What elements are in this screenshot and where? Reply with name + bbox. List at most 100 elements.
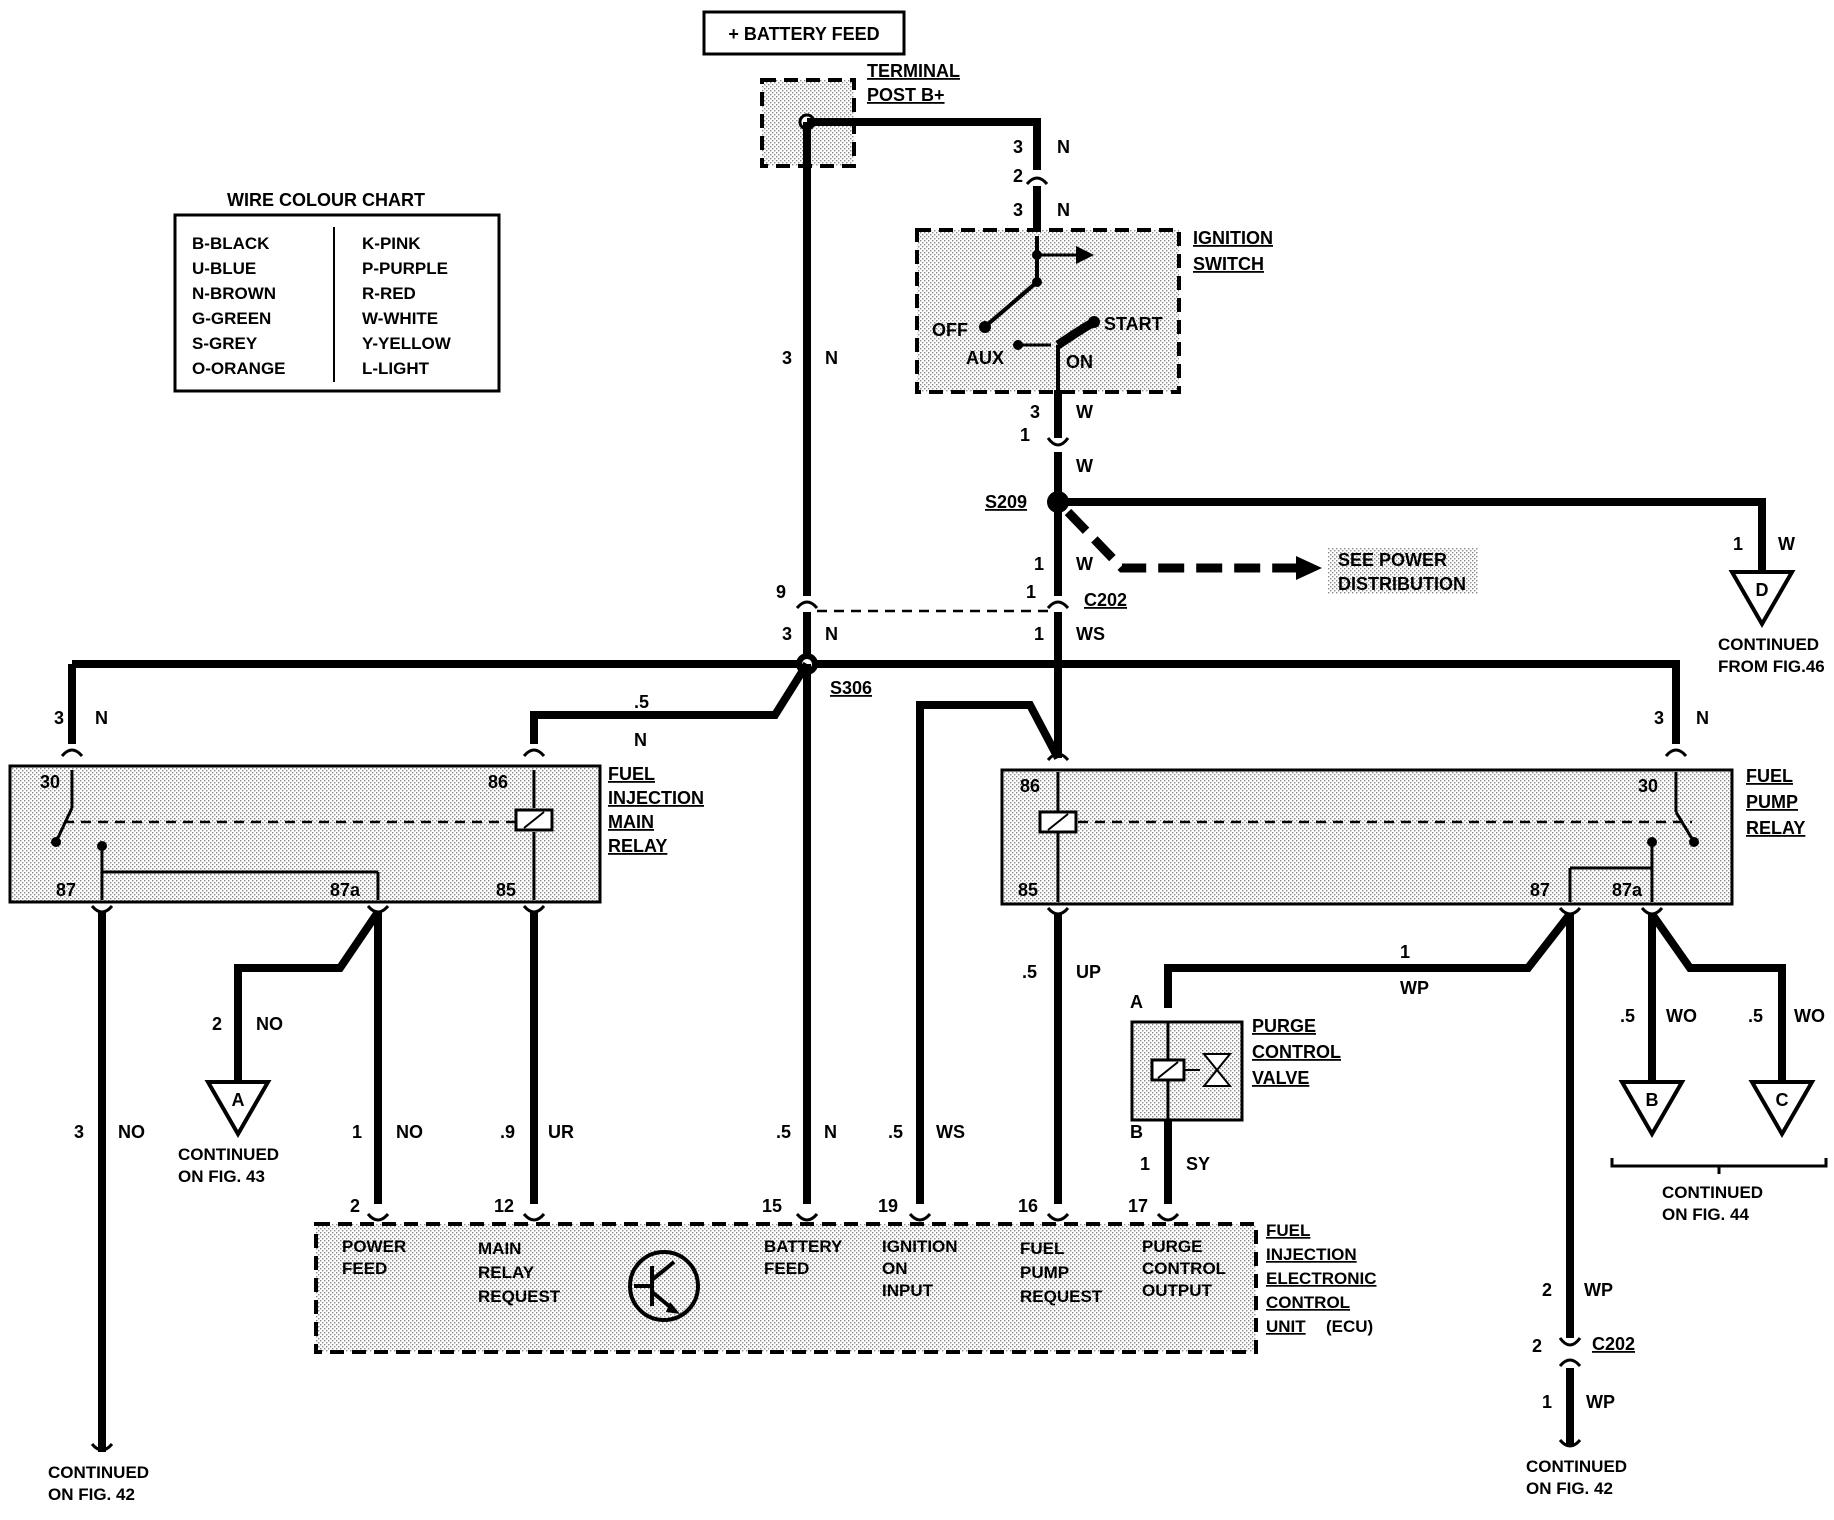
c202b-upper-pin: 2 — [1532, 1336, 1542, 1356]
ecu-purge: OUTPUT — [1142, 1281, 1213, 1300]
ecu-label-line4: CONTROL — [1266, 1293, 1350, 1312]
wire-label: 1 — [1733, 534, 1743, 554]
switch-start-label: START — [1104, 314, 1163, 334]
wire-label: SY — [1186, 1154, 1210, 1174]
s306-label: S306 — [830, 678, 872, 698]
c202-right-pin: 1 — [1026, 582, 1036, 602]
wire-terminal-to-switch — [807, 118, 1041, 170]
fimr-line4: RELAY — [608, 836, 667, 856]
wire-label: 1 — [1542, 1392, 1552, 1412]
wire-label: 3 — [1013, 137, 1023, 157]
wire-label: 3 — [1030, 402, 1040, 422]
wire-fimr87a-to-a — [234, 909, 382, 1082]
wire-label: W — [1778, 534, 1795, 554]
fimr-pin85: 85 — [496, 880, 516, 900]
ecu-label-line5b: (ECU) — [1326, 1317, 1373, 1336]
colour-chart-item: G-GREEN — [192, 309, 271, 328]
wire-to-power-distribution — [1064, 508, 1300, 573]
connector-d-cont1: CONTINUED — [1718, 635, 1819, 654]
wire-label: 2 — [1013, 166, 1023, 186]
wire-to-connector-d — [1058, 498, 1766, 572]
battery-feed-label: + BATTERY FEED — [728, 24, 879, 44]
wire-label: 2 — [212, 1014, 222, 1034]
ecu-fuel-pump: FUEL — [1020, 1239, 1064, 1258]
ecu-main-relay: MAIN — [478, 1239, 521, 1258]
ignition-switch: IGNITION SWITCH OFF AUX START ON — [915, 228, 1273, 394]
wire-label: 2 — [1542, 1280, 1552, 1300]
ecu-battery-feed: BATTERY — [764, 1237, 843, 1256]
ecu-pin16: 16 — [1018, 1196, 1038, 1216]
terminal-post-b-plus: TERMINAL POST B+ — [760, 61, 960, 168]
colour-chart-item: P-PURPLE — [362, 259, 448, 278]
fig42-right-cont1: CONTINUED — [1526, 1457, 1627, 1476]
colour-chart-title: WIRE COLOUR CHART — [227, 190, 425, 210]
wire-label: 3 — [74, 1122, 84, 1142]
fimr-pin87a: 87a — [330, 880, 361, 900]
fimr-pin30: 30 — [40, 772, 60, 792]
ignition-switch-line2: SWITCH — [1193, 254, 1264, 274]
connector-chevron — [1046, 437, 1070, 447]
connector-c-letter: C — [1776, 1090, 1789, 1110]
fimr-pin87: 87 — [56, 880, 76, 900]
colour-chart-item: U-BLUE — [192, 259, 256, 278]
wire-label: WP — [1586, 1392, 1615, 1412]
wire-label: W — [1076, 402, 1093, 422]
ecu-main-relay: RELAY — [478, 1263, 535, 1282]
colour-chart-item: R-RED — [362, 284, 416, 303]
fpr-pin30: 30 — [1638, 776, 1658, 796]
wire-label: 3 — [782, 348, 792, 368]
ecu-pin19: 19 — [878, 1196, 898, 1216]
wire-label: UP — [1076, 962, 1101, 982]
ecu-main-relay: REQUEST — [478, 1287, 561, 1306]
wire-label: WP — [1400, 978, 1429, 998]
switch-aux-label: AUX — [966, 348, 1004, 368]
fpr-line1: FUEL — [1746, 766, 1793, 786]
fpr-pin85: 85 — [1018, 880, 1038, 900]
ecu-pin2: 2 — [350, 1196, 360, 1216]
colour-chart-item: W-WHITE — [362, 309, 438, 328]
switch-on-label: ON — [1066, 352, 1093, 372]
connector-bc-cont2: ON FIG. 44 — [1662, 1205, 1749, 1224]
connector-chevron — [1025, 176, 1049, 186]
wire-label: .9 — [500, 1122, 515, 1142]
fpr-line2: PUMP — [1746, 792, 1798, 812]
wire-fpr87a-to-c — [1648, 911, 1786, 1082]
wire-label: .5 — [634, 692, 649, 712]
ecu-pin12: 12 — [494, 1196, 514, 1216]
wire-label: WO — [1666, 1006, 1697, 1026]
colour-chart-item: L-LIGHT — [362, 359, 430, 378]
wire-label: 1 — [1140, 1154, 1150, 1174]
s209-label: S209 — [985, 492, 1027, 512]
colour-chart-item: N-BROWN — [192, 284, 276, 303]
wire-label: 3 — [782, 624, 792, 644]
wire-fpr87-to-pcv — [1164, 911, 1574, 1008]
wire-label: .5 — [888, 1122, 903, 1142]
connector-b-letter: B — [1646, 1090, 1659, 1110]
wire-label: N — [824, 1122, 837, 1142]
connector-chevron — [1558, 1337, 1582, 1347]
ecu-power-feed: POWER — [342, 1237, 406, 1256]
ecu-purge: PURGE — [1142, 1237, 1202, 1256]
ecu-label-line3: ELECTRONIC — [1266, 1269, 1377, 1288]
ecu-battery-feed: FEED — [764, 1259, 809, 1278]
wire-label: W — [1076, 456, 1093, 476]
c202-left-pin: 9 — [776, 582, 786, 602]
c202-label: C202 — [1084, 590, 1127, 610]
pcv-line2: CONTROL — [1252, 1042, 1341, 1062]
connector-chevron — [1558, 906, 1582, 916]
battery-feed-box: + BATTERY FEED — [702, 10, 906, 56]
fimr-pin86: 86 — [488, 772, 508, 792]
wire-label: .5 — [1022, 962, 1037, 982]
ecu-label-line1: FUEL — [1266, 1221, 1310, 1240]
pcv-line1: PURGE — [1252, 1016, 1316, 1036]
wire-label: N — [95, 708, 108, 728]
connector-a: A — [204, 1080, 272, 1139]
wire-label: N — [825, 624, 838, 644]
power-distribution-line1: SEE POWER — [1338, 550, 1447, 570]
wire-label: WS — [936, 1122, 965, 1142]
connector-d-cont2: FROM FIG.46 — [1718, 657, 1825, 676]
wire-ignition-input — [916, 701, 1062, 1204]
ecu-ignition: ON — [882, 1259, 908, 1278]
fpr-pin87a: 87a — [1612, 880, 1643, 900]
fuel-pump-relay: 86 30 85 87 87a FUEL PUMP RELAY — [1000, 748, 1805, 906]
